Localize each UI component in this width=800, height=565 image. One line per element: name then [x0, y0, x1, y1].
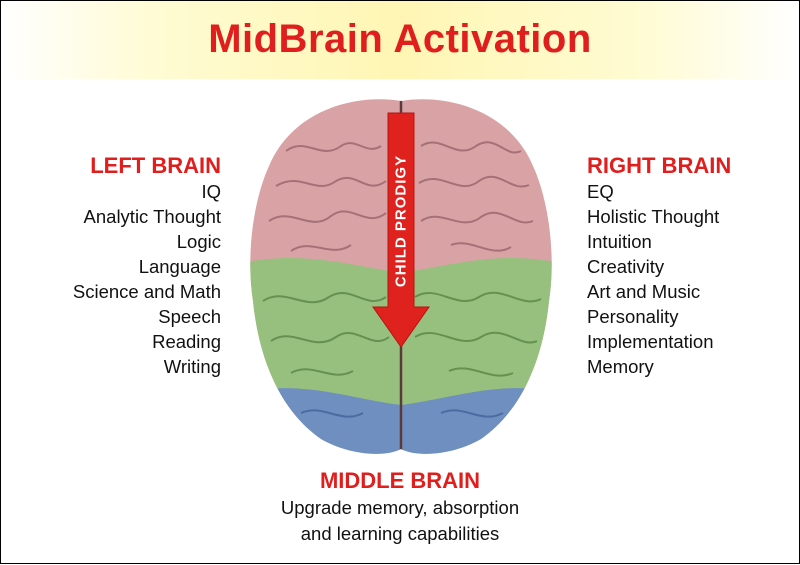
- gyri-texture: [268, 141, 534, 252]
- page-title: MidBrain Activation: [208, 17, 592, 61]
- left-brain-item: IQ: [201, 181, 221, 202]
- right-brain-item: EQ: [587, 181, 614, 202]
- right-brain-item: Implementation: [587, 331, 714, 352]
- right-brain-item: Creativity: [587, 256, 665, 277]
- right-brain-heading: RIGHT BRAIN: [587, 153, 732, 178]
- child-prodigy-label: CHILD PRODIGY: [392, 154, 410, 288]
- right-brain-item: Intuition: [587, 231, 652, 252]
- title-band: [1, 1, 799, 79]
- right-brain-column: RIGHT BRAIN EQ Holistic Thought Intuitio…: [587, 153, 787, 379]
- gyri-texture-middle: [262, 291, 542, 377]
- middle-brain-line: and learning capabilities: [300, 523, 500, 544]
- left-brain-item: Analytic Thought: [83, 206, 221, 227]
- right-brain-item: Personality: [587, 306, 679, 327]
- gyri-texture-back: [300, 409, 504, 418]
- left-brain-item: Science and Math: [72, 281, 221, 302]
- right-brain-item: Art and Music: [587, 281, 701, 302]
- middle-brain-heading: MIDDLE BRAIN: [319, 468, 481, 493]
- left-brain-item: Reading: [152, 331, 221, 352]
- brain-lobes: [250, 99, 552, 454]
- left-brain-item: Speech: [158, 306, 221, 327]
- left-brain-item: Writing: [163, 356, 221, 377]
- left-brain-heading: LEFT BRAIN: [90, 153, 221, 178]
- middle-brain-block: MIDDLE BRAIN Upgrade memory, absorption …: [1, 467, 799, 547]
- child-prodigy-arrow: [372, 112, 430, 348]
- right-brain-item: Memory: [587, 356, 654, 377]
- left-brain-column: LEFT BRAIN IQ Analytic Thought Logic Lan…: [21, 153, 221, 379]
- left-brain-item: Language: [138, 256, 221, 277]
- right-brain-item: Holistic Thought: [587, 206, 720, 227]
- middle-brain-line: Upgrade memory, absorption: [280, 497, 520, 518]
- left-brain-item: Logic: [176, 231, 221, 252]
